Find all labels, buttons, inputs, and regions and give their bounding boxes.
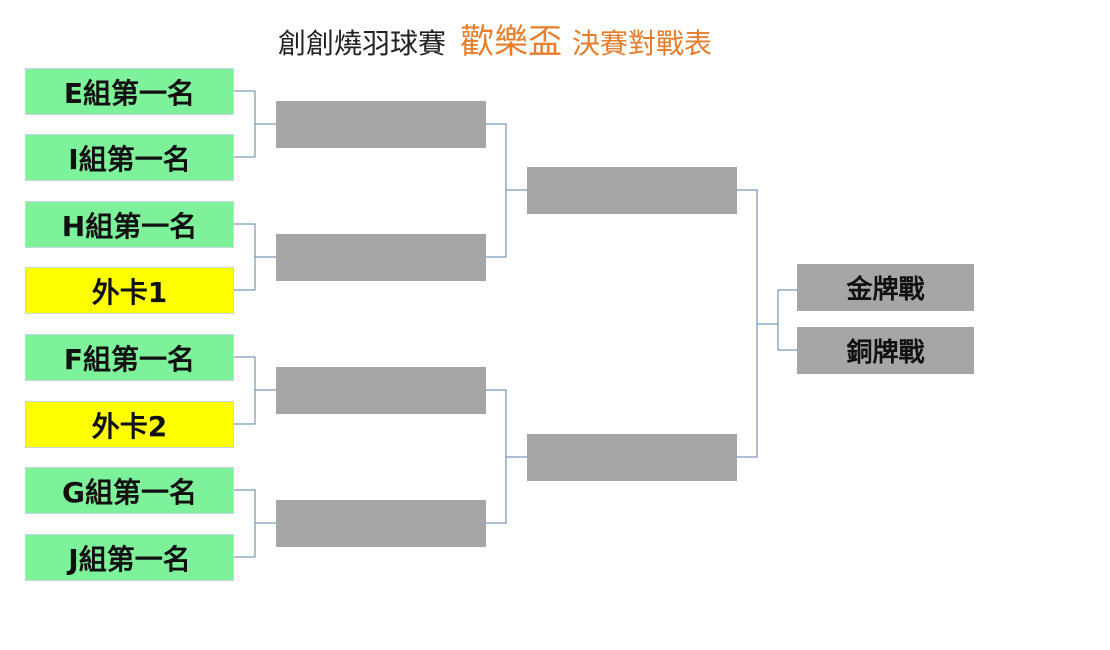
team-f-group-first: F組第一名 xyxy=(25,334,234,381)
title-subtitle: 決賽對戰表 xyxy=(572,27,713,60)
bracket-title: 創創燒羽球賽歡樂盃決賽對戰表 xyxy=(0,14,990,63)
team-h-group-first: H組第一名 xyxy=(25,201,234,248)
connector-line xyxy=(234,356,256,425)
connector-line xyxy=(485,389,507,524)
quarterfinal-slot xyxy=(276,101,486,148)
connector-line xyxy=(234,90,256,158)
semifinal-slot xyxy=(527,167,737,214)
quarterfinal-slot xyxy=(276,367,486,414)
connector-line xyxy=(485,123,507,258)
team-i-group-first: I組第一名 xyxy=(25,134,234,181)
quarterfinal-slot xyxy=(276,500,486,547)
title-event-name: 創創燒羽球賽 xyxy=(277,27,446,60)
semifinal-slot xyxy=(527,434,737,481)
team-wildcard-2: 外卡2 xyxy=(25,401,234,448)
connector-line xyxy=(777,289,797,351)
connector-line xyxy=(736,189,758,458)
team-j-group-first: J組第一名 xyxy=(25,534,234,581)
team-g-group-first: G組第一名 xyxy=(25,467,234,514)
gold-medal-match: 金牌戰 xyxy=(797,264,974,311)
team-wildcard-1: 外卡1 xyxy=(25,267,234,314)
connector-line xyxy=(234,489,256,558)
team-e-group-first: E組第一名 xyxy=(25,68,234,115)
bronze-medal-match: 銅牌戰 xyxy=(797,327,974,374)
connector-line xyxy=(234,223,256,291)
quarterfinal-slot xyxy=(276,234,486,281)
title-cup-name: 歡樂盃 xyxy=(460,22,562,62)
